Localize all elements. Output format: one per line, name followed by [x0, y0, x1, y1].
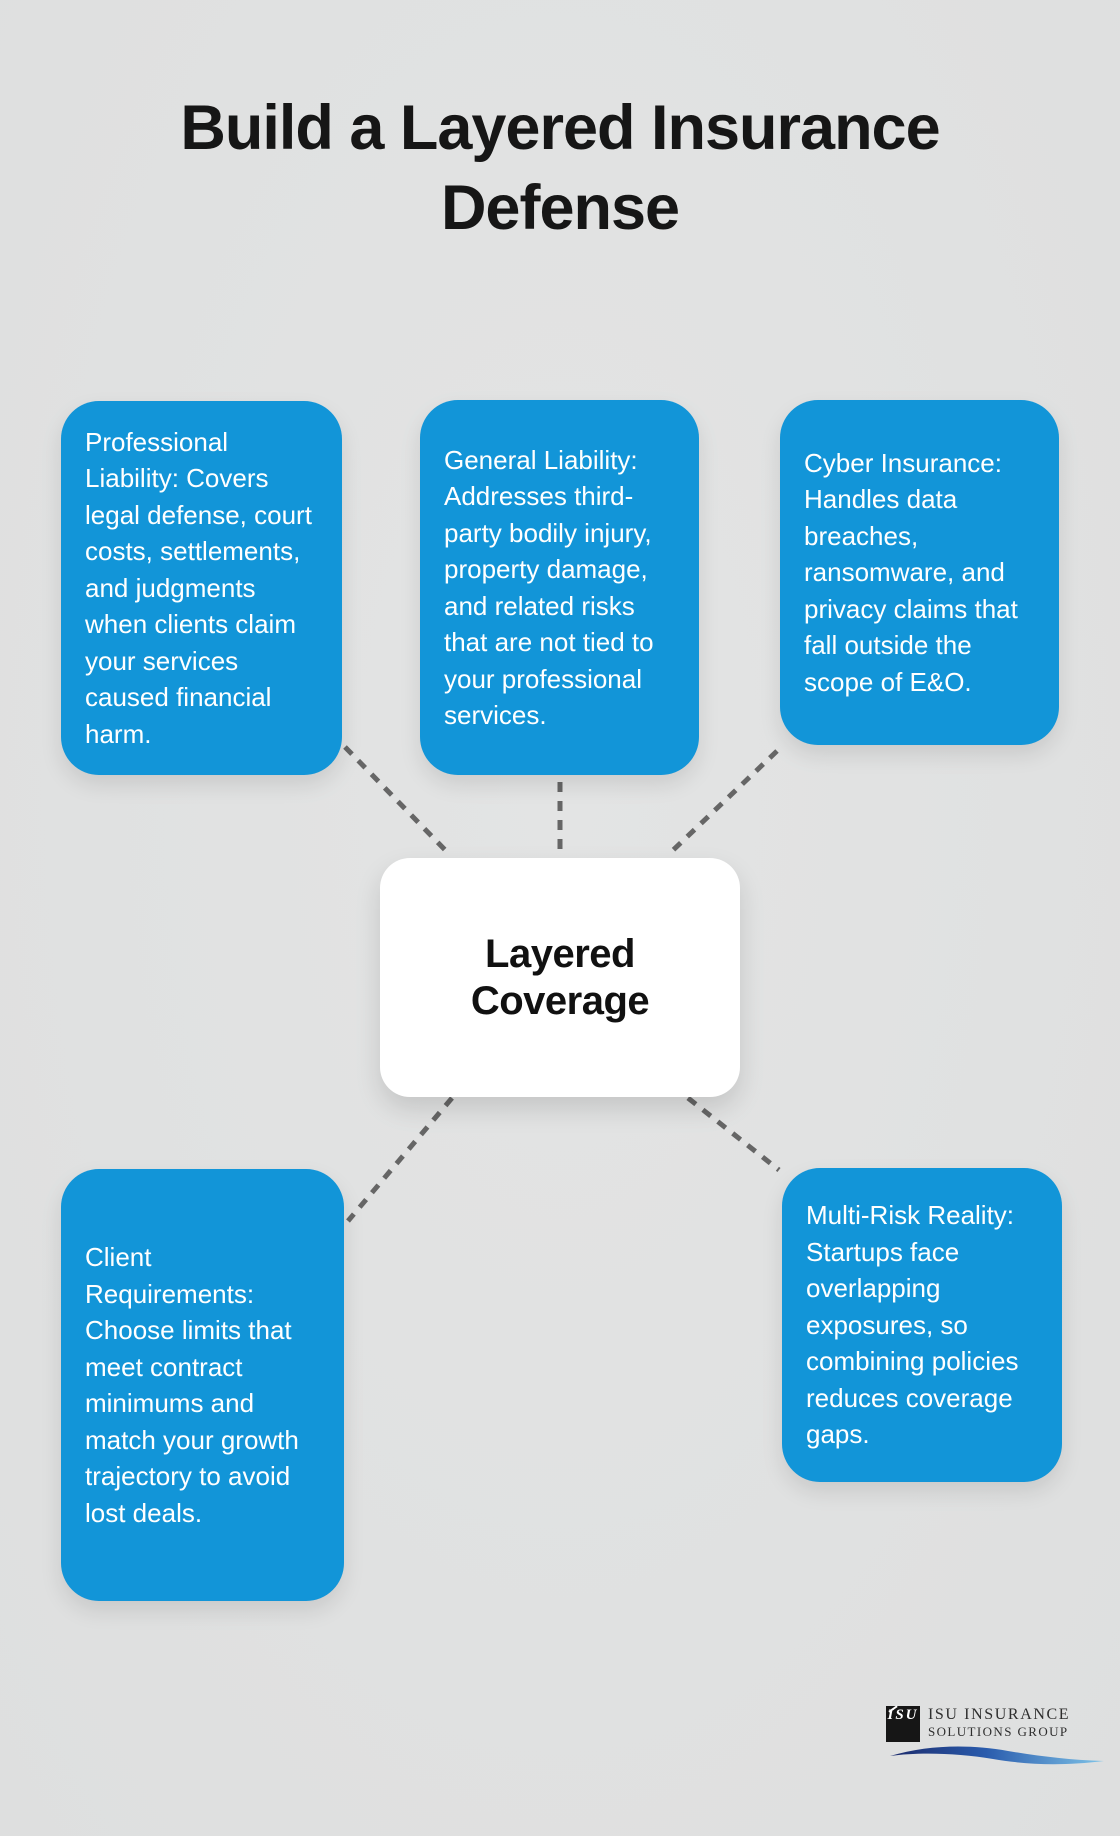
page-title-line1: Build a Layered Insurance — [180, 93, 940, 163]
center-node-layered-coverage: Layered Coverage — [380, 858, 740, 1097]
isu-logo-name-line1: ISU INSURANCE — [928, 1706, 1071, 1723]
card-cyber-insurance-text: Cyber Insurance: Handles data breaches, … — [804, 447, 1018, 697]
isu-logo-monogram-icon: ISU — [886, 1706, 920, 1742]
isu-logo: ISU ISU INSURANCE SOLUTIONS GROUP — [886, 1706, 1112, 1768]
connector-client-requirements — [346, 1096, 454, 1223]
page-title-line2: Defense — [440, 173, 680, 243]
logo-swoosh-icon — [890, 1746, 1104, 1765]
card-general-liability-text: General Liability: Addresses third-party… — [444, 444, 654, 731]
card-multi-risk-reality-text: Multi-Risk Reality: Startups face overla… — [806, 1200, 1019, 1450]
isu-logo-name-line2: SOLUTIONS GROUP — [928, 1724, 1069, 1739]
card-professional-liability-text: Professional Liability: Covers legal def… — [85, 426, 312, 749]
card-client-requirements: Client Requirements: Choose limits that … — [61, 1169, 344, 1601]
connector-multi-risk-reality — [686, 1096, 781, 1172]
card-multi-risk-reality: Multi-Risk Reality: Startups face overla… — [782, 1168, 1062, 1482]
card-client-requirements-text: Client Requirements: Choose limits that … — [85, 1242, 299, 1528]
page-title: Build a Layered Insurance Defense — [0, 88, 1120, 248]
card-professional-liability: Professional Liability: Covers legal def… — [61, 401, 342, 775]
center-node-label: Layered Coverage — [470, 931, 650, 1023]
card-general-liability: General Liability: Addresses third-party… — [420, 400, 699, 775]
connector-cyber-insurance — [667, 749, 779, 856]
card-cyber-insurance: Cyber Insurance: Handles data breaches, … — [780, 400, 1059, 745]
